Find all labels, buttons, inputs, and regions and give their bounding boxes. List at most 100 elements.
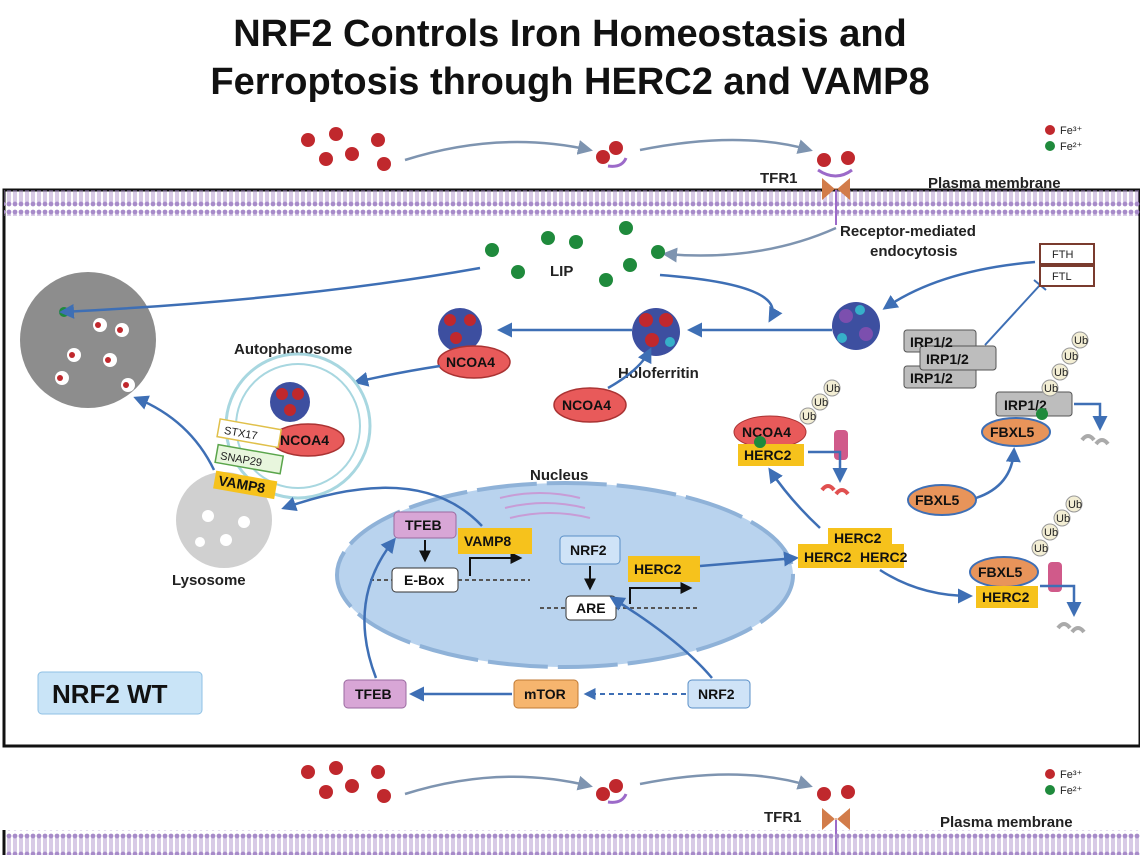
ub-chain-fbxl5: Ub Ub Ub Ub xyxy=(1031,495,1083,557)
proteasome-fbxl5 xyxy=(1048,562,1062,592)
fth-box xyxy=(1039,243,1095,265)
bottom-fe3-legend: Fe³⁺ xyxy=(1060,769,1083,781)
plasma-membrane xyxy=(4,190,1140,216)
plasma-membrane-label: Plasma membrane xyxy=(928,175,1061,192)
fbxl5-free xyxy=(907,484,977,516)
svg-text:HERC2: HERC2 xyxy=(804,549,852,565)
ncoa4-ferritin-complex xyxy=(438,308,482,352)
stx17-tag: STX17 xyxy=(216,418,283,449)
vamp8-gene xyxy=(458,528,532,554)
mtor-label: mTOR xyxy=(524,686,566,702)
ub-chain-ncoa4: Ub Ub Ub xyxy=(799,379,841,425)
herc2-fbxl5-label: HERC2 xyxy=(982,589,1030,605)
autophagosome-label: Autophagosome xyxy=(234,341,352,358)
nrf2-wt-badge xyxy=(37,671,203,715)
ncoa4-free-label: NCOA4 xyxy=(562,397,611,413)
svg-text:Ub: Ub xyxy=(1068,499,1082,511)
svg-text:Ub: Ub xyxy=(1056,513,1070,525)
ftl-label: FTL xyxy=(1052,271,1072,283)
fe3-legend-dot xyxy=(1045,125,1055,135)
bottom-tfr1-label: TFR1 xyxy=(764,809,802,826)
svg-text:Ub: Ub xyxy=(802,411,816,423)
herc2-fbxl5-partner xyxy=(976,586,1038,608)
bottom-plasma-membrane-label: Plasma membrane xyxy=(940,814,1073,831)
tfeb-cytoplasm-label: TFEB xyxy=(355,686,392,702)
irp-stack: IRP1/2 IRP1/2 IRP1/2 xyxy=(903,329,997,389)
bottom-iron-cluster xyxy=(301,761,391,803)
svg-text:IRP1/2: IRP1/2 xyxy=(910,370,953,386)
ncoa4-bound-label: NCOA4 xyxy=(446,354,495,370)
svg-text:IRP1/2: IRP1/2 xyxy=(910,334,953,350)
herc2-cytoplasm-stack: HERC2 HERC2 HERC2 xyxy=(798,528,908,568)
nrf2-cytoplasm-label: NRF2 xyxy=(698,686,735,702)
nucleus-label: Nucleus xyxy=(530,467,588,484)
herc2-gene-label: HERC2 xyxy=(634,561,682,577)
nrf2-wt-label: NRF2 WT xyxy=(52,679,168,709)
fe3-legend-label: Fe³⁺ xyxy=(1060,125,1083,137)
fbxl5-free-label: FBXL5 xyxy=(915,492,960,508)
fbxl5-herc2-label: FBXL5 xyxy=(978,564,1023,580)
herc2-gene xyxy=(628,556,700,582)
herc2-ncoa4-label: HERC2 xyxy=(744,447,792,463)
herc2-ncoa4-partner xyxy=(738,444,804,466)
ncoa4-free xyxy=(553,387,627,423)
svg-text:Ub: Ub xyxy=(1044,527,1058,539)
autophagosome-ferritin xyxy=(270,382,310,422)
lip-label: LIP xyxy=(550,263,573,280)
svg-text:Ub: Ub xyxy=(1074,335,1088,347)
tfr1-label: TFR1 xyxy=(760,170,798,187)
iron-legend: Fe³⁺ Fe²⁺ xyxy=(1045,125,1083,153)
fe2-legend-dot xyxy=(1045,141,1055,151)
lysosome-label: Lysosome xyxy=(172,572,246,589)
snap29-tag: SNAP29 xyxy=(214,443,285,475)
fbxl5-irp-label: FBXL5 xyxy=(990,424,1035,440)
tfeb-cytoplasm xyxy=(343,679,407,709)
svg-text:Ub: Ub xyxy=(1064,351,1078,363)
title-line-1: NRF2 Controls Iron Homeostasis and xyxy=(233,13,907,55)
vamp8-lysosome: VAMP8 xyxy=(213,470,278,500)
figure-title: NRF2 Controls Iron Homeostasis and Ferro… xyxy=(0,10,1140,106)
extracellular-iron xyxy=(301,127,391,171)
transferrin-iron xyxy=(596,141,628,168)
holoferritin-label: Holoferritin xyxy=(618,365,699,382)
ftl-box xyxy=(1039,265,1095,287)
labile-iron-pool xyxy=(485,221,665,287)
svg-text:Ub: Ub xyxy=(1034,543,1048,555)
holoferritin-complex xyxy=(632,308,680,356)
tfeb-nuclear-label: TFEB xyxy=(405,517,442,533)
tfr1-receptor xyxy=(817,151,855,225)
nrf2-nuclear-label: NRF2 xyxy=(570,542,607,558)
ncoa4-bound xyxy=(437,345,511,379)
fe2-legend-label: Fe²⁺ xyxy=(1060,141,1083,153)
svg-text:HERC2: HERC2 xyxy=(834,530,882,546)
svg-text:STX17: STX17 xyxy=(223,425,258,443)
endocytosis-label-2: endocytosis xyxy=(870,243,958,260)
svg-text:HERC2: HERC2 xyxy=(860,549,908,565)
nrf2-cytoplasm xyxy=(687,679,751,709)
irp-bound-label: IRP1/2 xyxy=(1004,397,1047,413)
svg-text:IRP1/2: IRP1/2 xyxy=(926,351,969,367)
bottom-fe2-legend: Fe²⁺ xyxy=(1060,785,1083,797)
endocytosis-label-1: Receptor-mediated xyxy=(840,223,976,240)
fth-label: FTH xyxy=(1052,249,1073,261)
irp-bound xyxy=(995,391,1073,417)
ncoa4-herc2-label: NCOA4 xyxy=(742,424,791,440)
degradation-vesicle xyxy=(20,272,156,408)
are-label: ARE xyxy=(576,600,606,616)
svg-text:Ub: Ub xyxy=(814,397,828,409)
fbxl5-irp xyxy=(981,417,1051,447)
tfeb-nuclear xyxy=(393,511,457,539)
svg-text:Ub: Ub xyxy=(1044,383,1058,395)
ferritin-right xyxy=(832,302,880,350)
title-line-2: Ferroptosis through HERC2 and VAMP8 xyxy=(210,61,930,103)
vamp8-gene-label: VAMP8 xyxy=(464,533,511,549)
mtor xyxy=(513,679,579,709)
bottom-plasma-membrane xyxy=(4,830,1140,855)
svg-text:Ub: Ub xyxy=(1054,367,1068,379)
ub-chain-irp: Ub Ub Ub Ub xyxy=(1041,331,1089,397)
ncoa4-autophagosome-label: NCOA4 xyxy=(280,432,329,448)
nrf2-nuclear xyxy=(559,535,621,565)
ebox-label: E-Box xyxy=(404,572,445,588)
svg-text:Ub: Ub xyxy=(826,383,840,395)
